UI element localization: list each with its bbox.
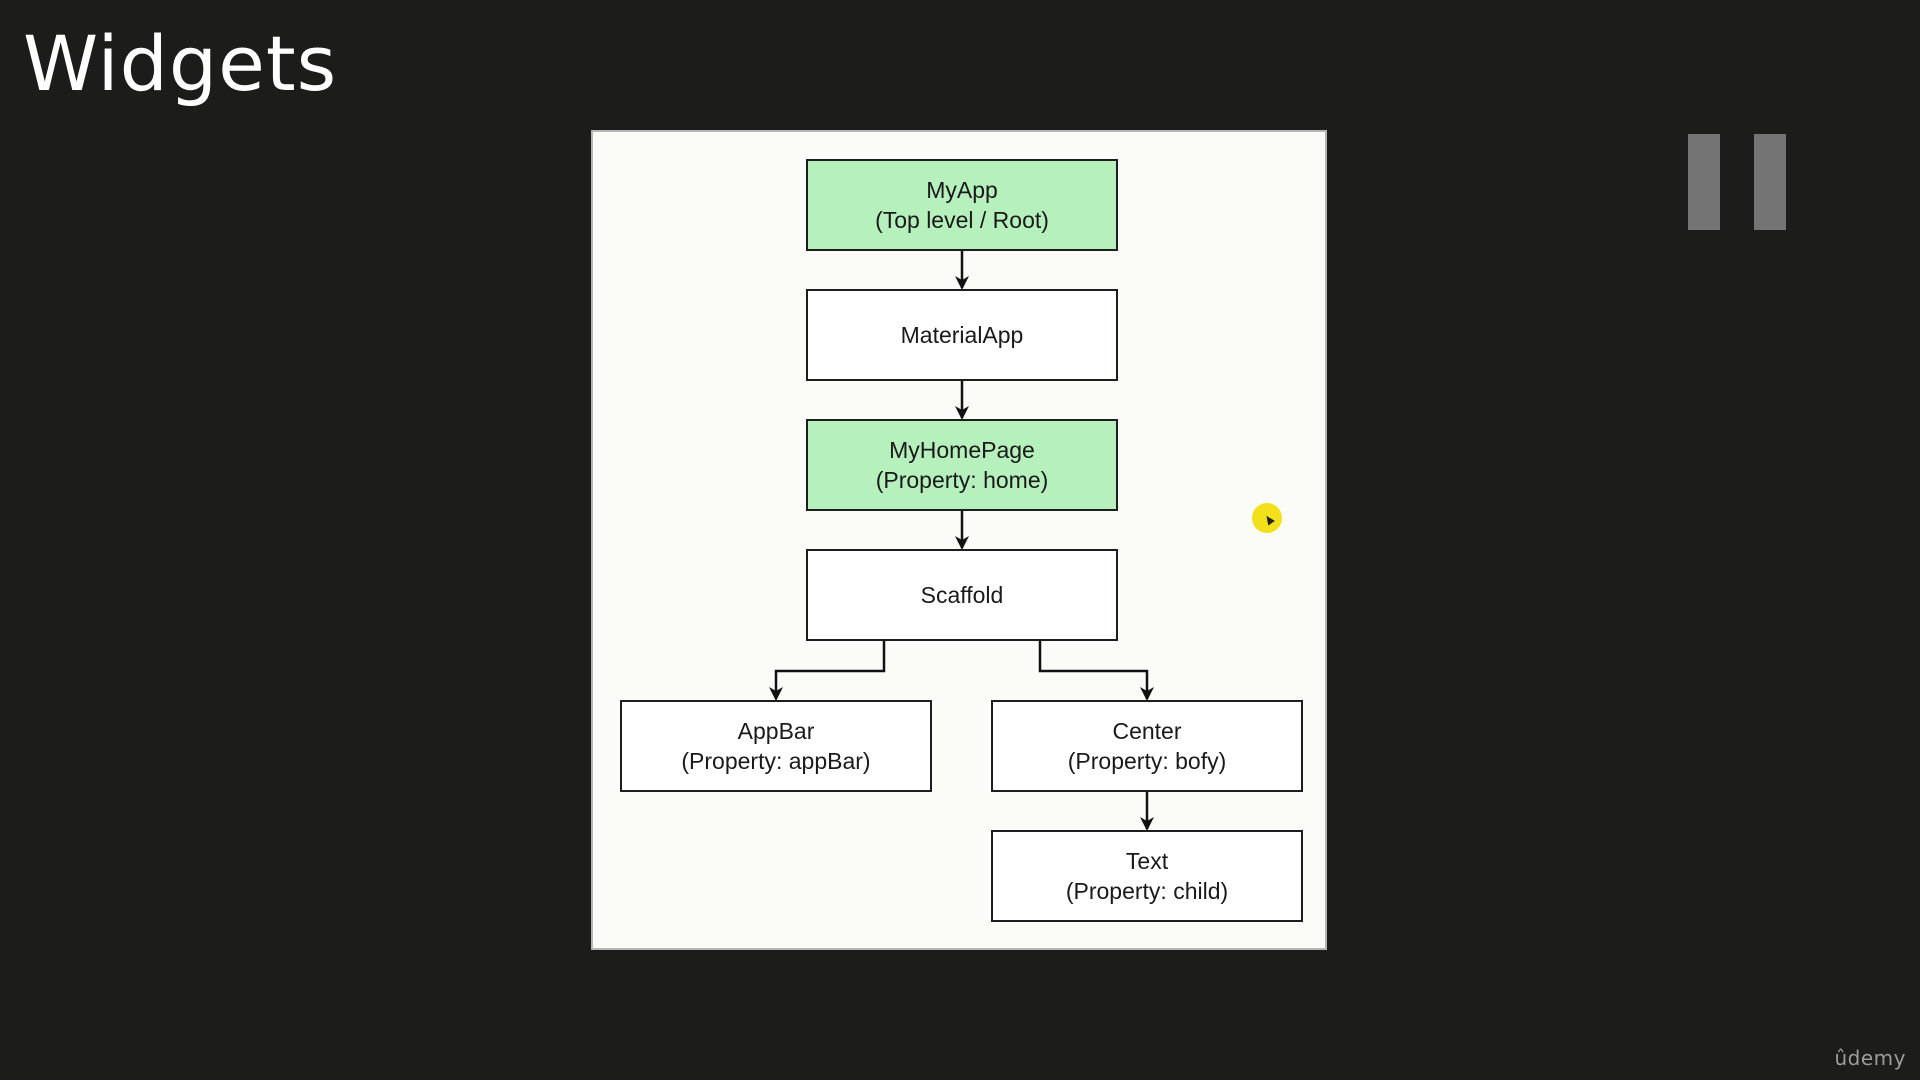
node-appbar-subtitle: (Property: appBar): [681, 748, 871, 774]
node-text-title: Text: [1125, 848, 1169, 874]
node-myhomepage: MyHomePage (Property: home): [806, 419, 1118, 511]
node-scaffold: Scaffold: [806, 549, 1118, 641]
node-appbar-title: AppBar: [737, 718, 815, 744]
node-center-subtitle: (Property: bofy): [1067, 748, 1227, 774]
node-materialapp-title: MaterialApp: [900, 322, 1024, 348]
widget-tree-diagram: MyApp (Top level / Root) MaterialApp MyH…: [591, 130, 1327, 950]
pause-bar-right: [1754, 134, 1786, 230]
cursor-highlight: [1252, 503, 1282, 533]
node-scaffold-title: Scaffold: [920, 582, 1004, 608]
node-myapp: MyApp (Top level / Root): [806, 159, 1118, 251]
node-center: Center (Property: bofy): [991, 700, 1303, 792]
node-text: Text (Property: child): [991, 830, 1303, 922]
node-appbar: AppBar (Property: appBar): [620, 700, 932, 792]
udemy-watermark: ûdemy: [1834, 1046, 1906, 1070]
node-myapp-subtitle: (Top level / Root): [875, 207, 1049, 233]
cursor-arrow-icon: [1263, 513, 1275, 526]
node-myhomepage-subtitle: (Property: home): [875, 467, 1049, 493]
diagram-connectors: [769, 251, 1154, 831]
pause-icon[interactable]: [1688, 134, 1786, 230]
node-text-subtitle: (Property: child): [1065, 878, 1229, 904]
node-materialapp: MaterialApp: [806, 289, 1118, 381]
pause-bar-left: [1688, 134, 1720, 230]
slide-title: Widgets: [23, 19, 338, 108]
edge-scaffold-to-center: [1038, 641, 1154, 701]
node-myapp-title: MyApp: [926, 177, 998, 203]
node-center-title: Center: [1112, 718, 1182, 744]
node-myhomepage-title: MyHomePage: [889, 437, 1035, 463]
edge-scaffold-to-appbar: [769, 641, 886, 701]
